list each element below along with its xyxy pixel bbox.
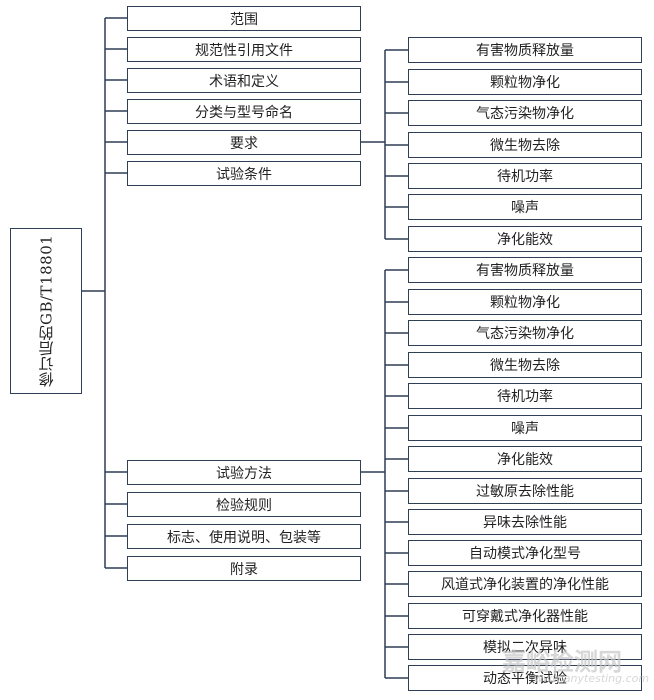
node-label: 气态污染物净化	[476, 106, 574, 122]
tm-energy-efficiency: 净化能效	[408, 446, 642, 472]
node-label: 噪声	[511, 421, 539, 437]
req-noise: 噪声	[408, 194, 642, 220]
tm-particle-purification: 颗粒物净化	[408, 289, 642, 315]
node-label: 附录	[230, 561, 258, 578]
req-harmful-emission: 有害物质释放量	[408, 37, 642, 63]
node-normative-references: 规范性引用文件	[127, 37, 361, 62]
node-label: 分类与型号命名	[195, 104, 293, 121]
node-test-conditions: 试验条件	[127, 161, 361, 186]
node-label: 范围	[230, 11, 258, 28]
node-label: 颗粒物净化	[490, 295, 560, 311]
node-label: 风道式净化装置的净化性能	[441, 577, 609, 593]
node-label: 噪声	[511, 200, 539, 216]
watermark-url: www.anytesting.com	[534, 672, 650, 685]
node-classification: 分类与型号命名	[127, 99, 361, 124]
node-label: 试验条件	[216, 166, 272, 183]
watermark-logo: 嘉峪检测网	[502, 648, 622, 676]
node-label: 有害物质释放量	[476, 263, 574, 279]
tm-harmful-emission: 有害物质释放量	[408, 257, 642, 283]
node-label: 自动模式净化型号	[469, 546, 581, 562]
req-standby-power: 待机功率	[408, 163, 642, 189]
node-label: 试验方法	[216, 465, 272, 482]
node-label: 可穿戴式净化器性能	[462, 609, 588, 625]
node-label: 标志、使用说明、包装等	[167, 529, 321, 546]
node-label: 微生物去除	[490, 358, 560, 374]
node-marking-packaging: 标志、使用说明、包装等	[127, 524, 361, 549]
tm-standby-power: 待机功率	[408, 383, 642, 409]
tm-secondary-odor: 模拟二次异味	[408, 634, 642, 660]
tm-odor-removal: 异味去除性能	[408, 509, 642, 535]
node-label: 规范性引用文件	[195, 42, 293, 59]
tm-microbe-removal: 微生物去除	[408, 352, 642, 378]
req-energy-efficiency: 净化能效	[408, 226, 642, 252]
node-terms-definitions: 术语和定义	[127, 68, 361, 93]
node-label: 异味去除性能	[483, 515, 567, 531]
tm-noise: 噪声	[408, 415, 642, 441]
node-label: 模拟二次异味	[483, 640, 567, 656]
node-label: 过敏原去除性能	[476, 484, 574, 500]
tm-wearable-purifier: 可穿戴式净化器性能	[408, 603, 642, 629]
node-test-methods: 试验方法	[127, 460, 361, 485]
node-label: 术语和定义	[209, 73, 279, 90]
root-node: 修订后的GB/T18801	[10, 228, 82, 394]
node-label: 待机功率	[497, 389, 553, 405]
node-label: 待机功率	[497, 169, 553, 185]
tm-allergen-removal: 过敏原去除性能	[408, 478, 642, 504]
tm-dynamic-balance: 动态平衡试验	[408, 665, 642, 691]
tm-gaseous-purification: 气态污染物净化	[408, 320, 642, 346]
node-label: 净化能效	[497, 232, 553, 248]
node-label: 动态平衡试验	[483, 671, 567, 687]
node-inspection-rules: 检验规则	[127, 492, 361, 517]
node-label: 微生物去除	[490, 138, 560, 154]
root-label: 修订后的GB/T18801	[37, 234, 56, 388]
node-label: 要求	[230, 135, 258, 152]
node-label: 气态污染物净化	[476, 326, 574, 342]
node-label: 净化能效	[497, 452, 553, 468]
node-appendix: 附录	[127, 556, 361, 581]
node-requirements: 要求	[127, 130, 361, 155]
req-gaseous-purification: 气态污染物净化	[408, 100, 642, 126]
node-label: 检验规则	[216, 497, 272, 514]
node-label: 有害物质释放量	[476, 43, 574, 59]
tm-auto-mode: 自动模式净化型号	[408, 540, 642, 566]
tm-duct-purifier: 风道式净化装置的净化性能	[408, 571, 642, 597]
req-particle-purification: 颗粒物净化	[408, 69, 642, 95]
node-label: 颗粒物净化	[490, 75, 560, 91]
req-microbe-removal: 微生物去除	[408, 132, 642, 158]
node-scope: 范围	[127, 6, 361, 31]
